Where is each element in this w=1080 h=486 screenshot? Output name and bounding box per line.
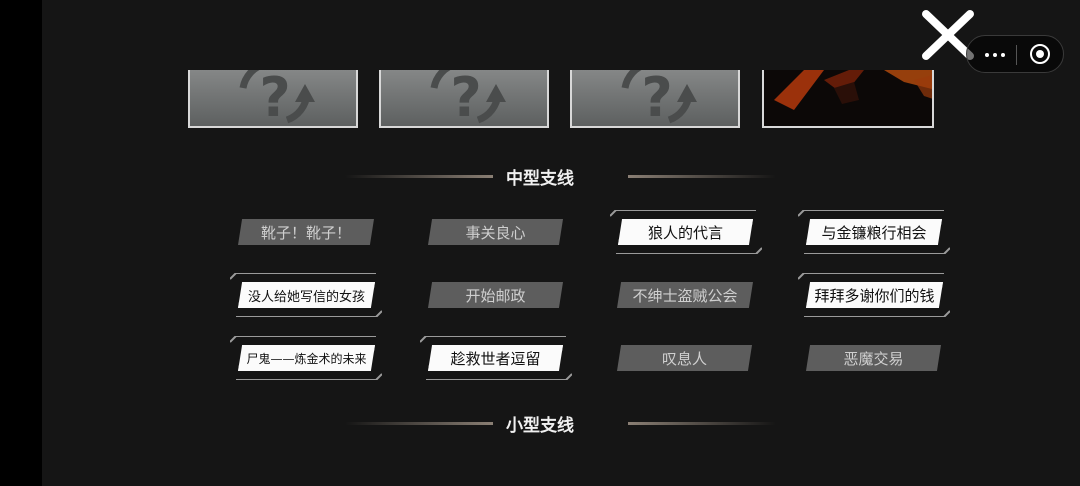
quest-conscience[interactable]: 事关良心 — [428, 219, 563, 245]
locked-card-1[interactable]: ? — [188, 70, 358, 128]
quest-start-postal[interactable]: 开始邮政 — [428, 282, 563, 308]
question-cycle-icon: ? — [430, 70, 506, 128]
mini-program-capsule — [966, 35, 1064, 73]
quest-boots[interactable]: 靴子！靴子！ — [238, 219, 374, 245]
left-edge-bar — [0, 0, 42, 486]
question-cycle-icon: ? — [239, 70, 315, 128]
quest-thanks-money[interactable]: 拜拜多谢你们的钱 — [806, 282, 943, 308]
locked-card-2[interactable]: ? — [379, 70, 549, 128]
quest-ghoul-alchemy[interactable]: 尸鬼——炼金术的未来 — [238, 345, 375, 371]
section-title-small: 小型支线 — [506, 416, 574, 436]
unlocked-artwork-card[interactable] — [762, 70, 934, 128]
quest-thieves-guild[interactable]: 不绅士盗贼公会 — [617, 282, 753, 308]
target-circle-icon[interactable] — [1030, 44, 1050, 64]
capsule-divider — [1016, 45, 1017, 65]
quest-savior-stay[interactable]: 趁救世者逗留 — [428, 345, 563, 371]
heading-divider-left — [345, 422, 493, 425]
artwork-image — [764, 70, 932, 126]
more-dots-icon[interactable] — [977, 45, 1013, 65]
quest-meet-grain-house[interactable]: 与金镰粮行相会 — [806, 219, 942, 245]
quest-devil-deal[interactable]: 恶魔交易 — [806, 345, 941, 371]
question-cycle-icon: ? — [621, 70, 697, 128]
heading-divider-left — [345, 175, 493, 178]
locked-card-3[interactable]: ? — [570, 70, 740, 128]
quest-girl-no-letters[interactable]: 没人给她写信的女孩 — [238, 282, 375, 308]
heading-divider-right — [628, 175, 776, 178]
heading-divider-right — [628, 422, 776, 425]
quest-werewolf-spokesman[interactable]: 狼人的代言 — [618, 219, 753, 245]
close-x-icon[interactable] — [918, 8, 978, 64]
quest-sigh-person[interactable]: 叹息人 — [617, 345, 752, 371]
svg-text:?: ? — [450, 70, 481, 128]
section-title-medium: 中型支线 — [506, 169, 574, 189]
svg-text:?: ? — [259, 70, 290, 128]
svg-text:?: ? — [641, 70, 672, 128]
